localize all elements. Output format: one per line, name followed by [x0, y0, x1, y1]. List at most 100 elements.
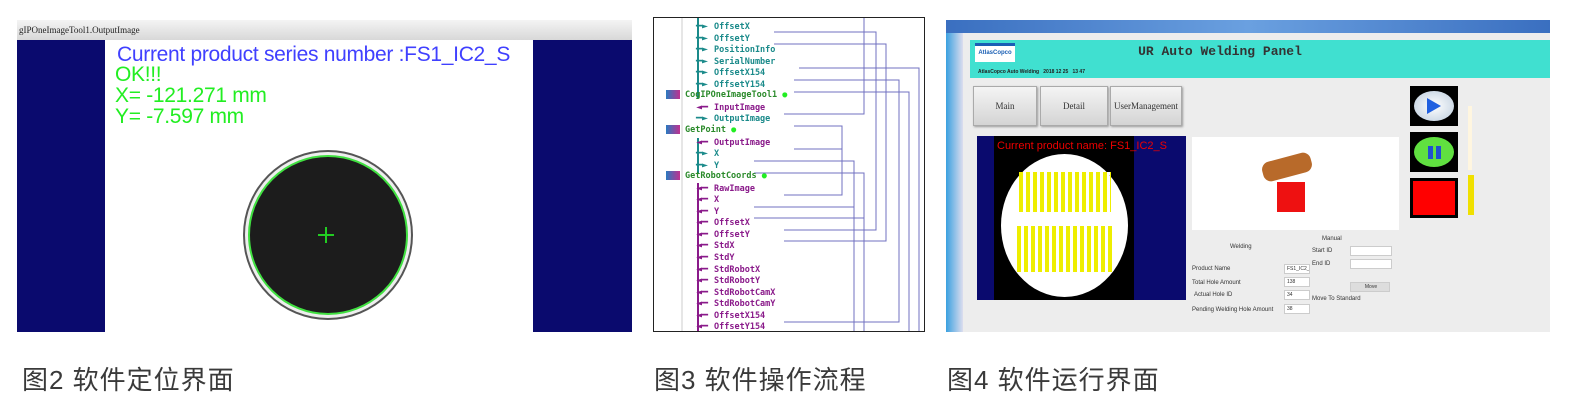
tree-item-label: OutputImage — [714, 114, 771, 125]
detail-button[interactable]: Detail — [1040, 86, 1108, 126]
detected-hole-circle — [248, 155, 408, 315]
input-arrow-icon: ◄━ — [696, 298, 709, 310]
window-titlebar — [946, 20, 1550, 33]
user-management-button[interactable]: UserManagement — [1110, 86, 1182, 126]
robot-image — [1192, 137, 1399, 230]
tree-item-label: CogIPOneImageTool1 — [685, 90, 778, 101]
welding-checkbox[interactable]: Welding — [1230, 244, 1252, 250]
tree-item-out[interactable]: ━►SerialNumber — [696, 56, 775, 68]
tree-item-label: Y — [714, 206, 720, 217]
panel-title: UR Auto Welding Panel — [1138, 44, 1302, 59]
end-id-label: End ID — [1312, 261, 1331, 267]
end-id-select[interactable] — [1350, 259, 1392, 269]
input-arrow-icon: ◄━ — [696, 228, 709, 240]
tree-item-out[interactable]: ━► OffsetY154 — [696, 79, 765, 91]
output-arrow-icon: ━► — [696, 113, 709, 125]
tree-item-out[interactable]: ━►X — [696, 148, 719, 160]
start-id-label: Start ID — [1312, 248, 1333, 254]
input-arrow-icon: ◄━ — [696, 321, 709, 332]
total-hole-field[interactable]: 138 — [1284, 277, 1310, 287]
x-coordinate-text: X= -121.271 mm — [115, 84, 267, 107]
tree-item-in[interactable]: ◄━StdRobotCamY — [696, 298, 775, 310]
product-name-text: Current product name: FS1_IC2_S — [997, 140, 1167, 152]
tree-item-tool[interactable]: GetRobotCoords ● — [666, 171, 767, 182]
pending-hole-label: Pending Welding Hole Amount — [1192, 307, 1274, 313]
tree-item-label: X — [714, 195, 720, 206]
panel-header: AtlasCopco UR Auto Welding Panel AtlasCo… — [970, 40, 1550, 78]
status-dot-icon: ● — [782, 90, 788, 101]
tool-icon — [666, 124, 680, 134]
tree-item-in[interactable]: ◄━ OutputImage — [696, 137, 770, 149]
tree-item-in[interactable]: ◄━ OffsetY — [696, 229, 750, 241]
tree-item-out[interactable]: ━► OutputImage — [696, 113, 770, 125]
tree-item-tool[interactable]: CogIPOneImageTool1 ● — [666, 90, 787, 101]
tree-item-in[interactable]: ◄━X — [696, 194, 719, 206]
pending-hole-field[interactable]: 38 — [1284, 304, 1310, 314]
tree-item-label: OffsetY154 — [714, 79, 766, 90]
tree-item-label: OutputImage — [714, 137, 771, 148]
output-arrow-icon: ━► — [696, 78, 709, 90]
tree-item-in[interactable]: ◄━ StdRobotY — [696, 275, 760, 287]
play-button[interactable] — [1410, 86, 1458, 126]
tree-item-label: StdX — [714, 241, 735, 252]
status-dot-icon: ● — [731, 124, 737, 135]
pause-icon — [1414, 137, 1454, 167]
input-arrow-icon: ◄━ — [696, 275, 709, 287]
tree-item-in[interactable]: ◄━StdX — [696, 240, 734, 252]
tree-item-in[interactable]: ◄━ InputImage — [696, 102, 765, 114]
tree-item-in[interactable]: ◄━StdRobotCamX — [696, 287, 775, 299]
tree-item-label: GetRobotCoords — [685, 171, 757, 182]
tree-item-out[interactable]: ━►PositionInfo — [696, 44, 775, 56]
total-hole-label: Total Hole Amount — [1192, 280, 1241, 286]
tree-item-in[interactable]: ◄━StdY — [696, 252, 734, 264]
tree-item-label: InputImage — [714, 102, 766, 113]
robot-welder-body — [1260, 150, 1314, 184]
tree-item-label: StdRobotX — [714, 264, 761, 275]
tree-item-in[interactable]: ◄━StdRobotX — [696, 264, 760, 276]
main-button[interactable]: Main — [973, 86, 1037, 126]
status-indicator — [1468, 175, 1474, 215]
atlascopco-logo: AtlasCopco — [975, 43, 1015, 62]
stop-icon — [1413, 181, 1455, 215]
product-name-select[interactable]: FS1_IC2_S — [1284, 264, 1310, 274]
pause-button[interactable] — [1410, 132, 1458, 172]
figure-4-caption: 图4 软件运行界面 — [947, 365, 1160, 395]
tree-item-out[interactable]: ━► OffsetX154 — [696, 67, 765, 79]
actual-hole-label: Actual Hole ID — [1194, 292, 1233, 298]
status-bar-top — [1468, 106, 1472, 170]
figure-2-caption: 图2 软件定位界面 — [22, 365, 235, 395]
tree-item-in[interactable]: ◄━OffsetX — [696, 217, 750, 229]
tree-item-out[interactable]: ━► Y — [696, 160, 719, 172]
tree-item-label: OffsetY — [714, 33, 750, 44]
tree-item-label: StdRobotY — [714, 276, 761, 287]
hole-pattern-disc — [1001, 154, 1128, 297]
tree-item-label: OffsetY — [714, 229, 750, 240]
manual-checkbox[interactable]: Manual — [1322, 236, 1342, 242]
tool-icon — [666, 171, 680, 181]
output-arrow-icon: ━► — [696, 32, 709, 44]
tree-item-label: Y — [714, 160, 720, 171]
status-dot-icon: ● — [761, 171, 767, 182]
actual-hole-field[interactable]: 34 — [1284, 290, 1310, 300]
tree-item-out[interactable]: ━►OffsetX — [696, 21, 750, 33]
input-arrow-icon: ◄━ — [696, 217, 709, 229]
output-arrow-icon: ━► — [696, 67, 709, 79]
move-button[interactable]: Move — [1350, 282, 1390, 292]
robot-stand — [1277, 182, 1305, 212]
output-arrow-icon: ━► — [696, 148, 709, 160]
tree-item-in[interactable]: ◄━Y — [696, 206, 719, 218]
input-arrow-icon: ◄━ — [696, 136, 709, 148]
hole-dots-lower — [1017, 226, 1113, 272]
tree-item-out[interactable]: ━► OffsetY — [696, 33, 750, 45]
tree-item-in[interactable]: ◄━OffsetX154 — [696, 310, 765, 322]
start-id-select[interactable] — [1350, 246, 1392, 256]
tree-item-tool[interactable]: GetPoint ● — [666, 124, 737, 136]
y-coordinate-text: Y= -7.597 mm — [115, 105, 244, 128]
tree-item-in[interactable]: ◄━ OffsetY154 — [696, 321, 766, 332]
input-arrow-icon: ◄━ — [696, 101, 709, 113]
stop-button[interactable] — [1410, 178, 1458, 218]
tree-item-label: OffsetY154 — [714, 322, 766, 332]
output-arrow-icon: ━► — [696, 159, 709, 171]
tree-item-in[interactable]: ◄━RawImage — [696, 183, 755, 195]
tree-item-label: OffsetX154 — [714, 68, 766, 79]
